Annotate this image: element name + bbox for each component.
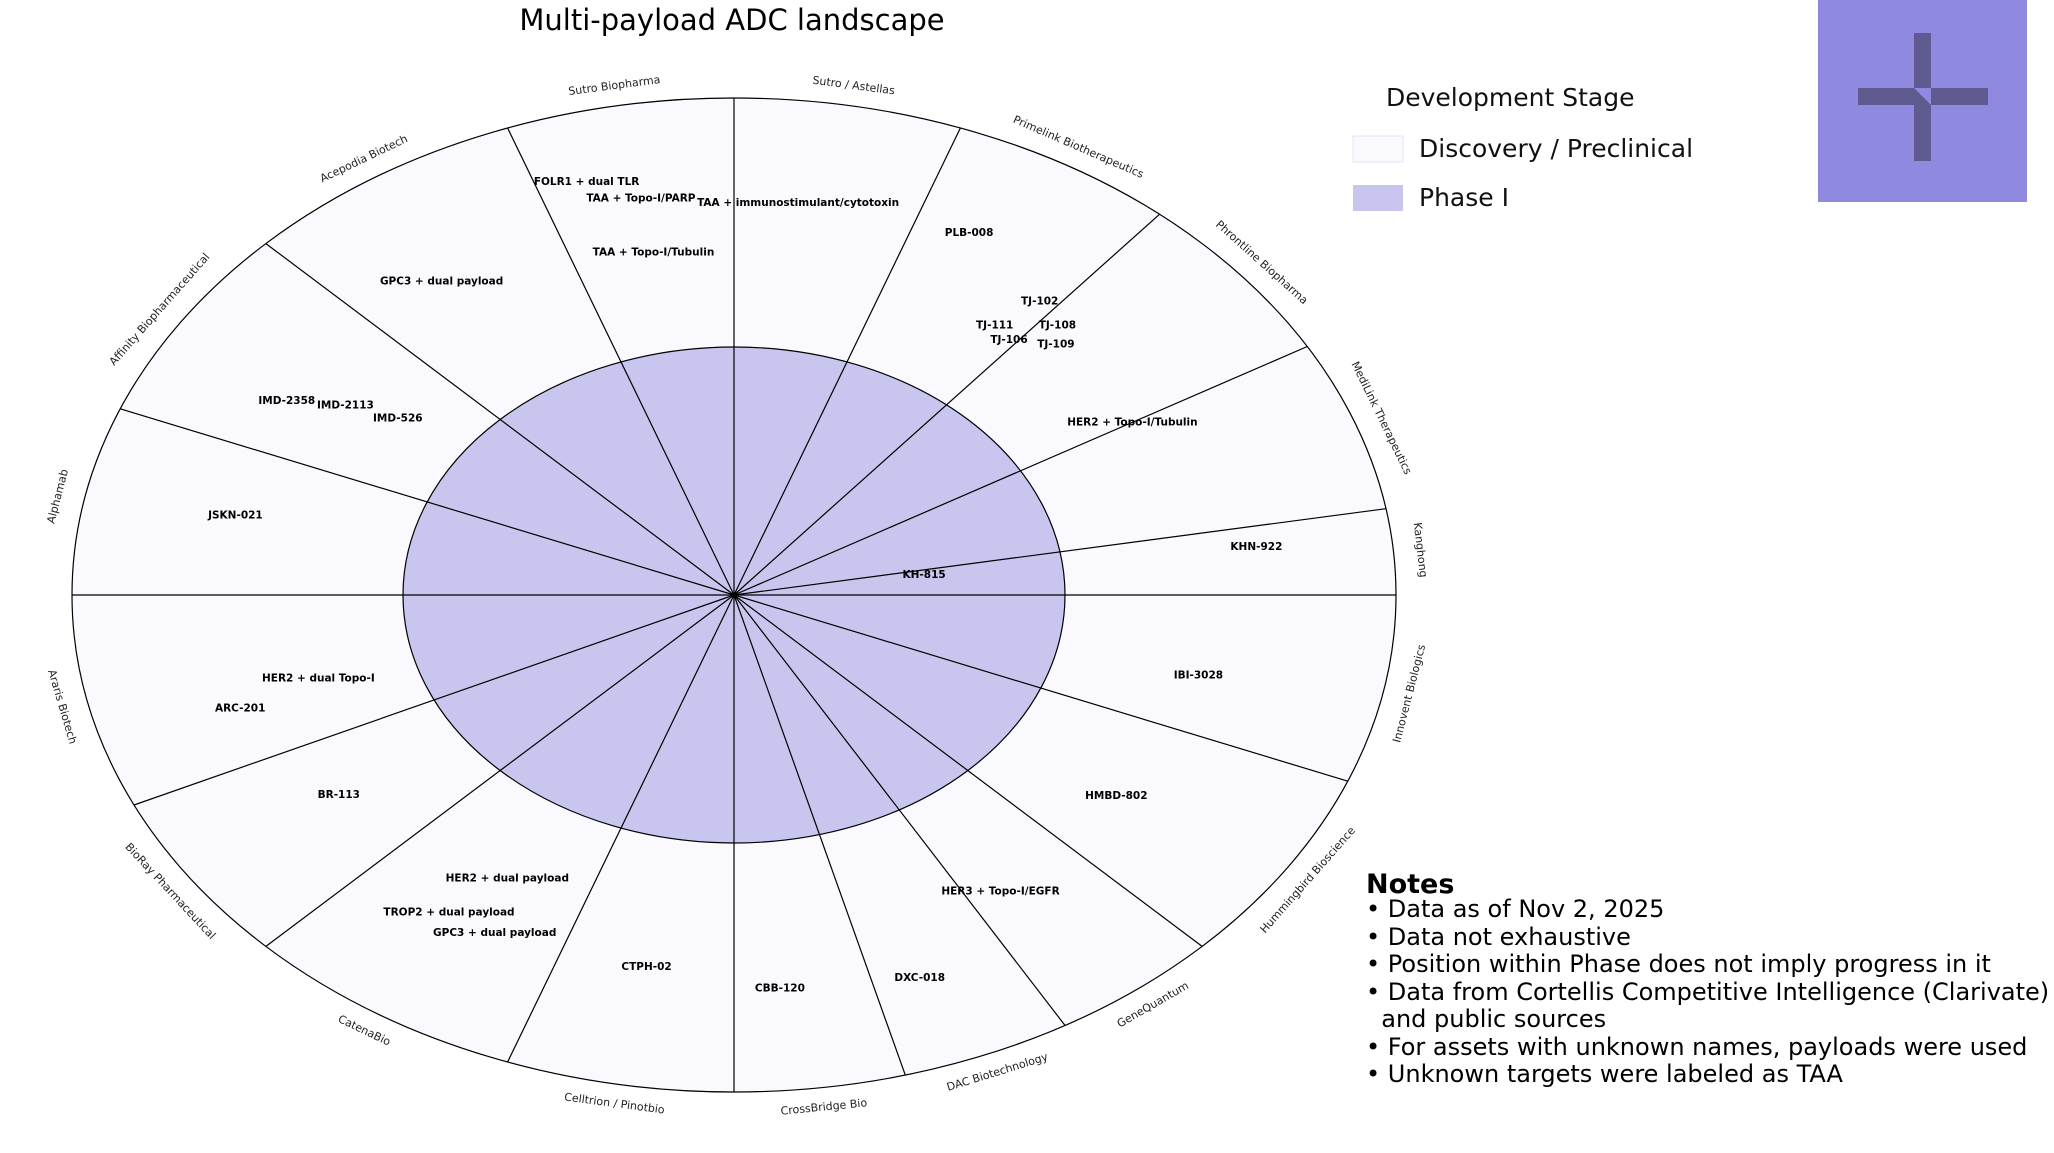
company-divider bbox=[733, 127, 961, 596]
company-label-sutro-astellas: Sutro / Astellas bbox=[812, 74, 896, 98]
company-divider bbox=[733, 594, 1066, 1026]
asset-label-imd-2358: IMD-2358 bbox=[258, 395, 315, 407]
legend-label-phase1: Phase I bbox=[1419, 183, 1509, 212]
company-label-sutro-biopharma: Sutro Biopharma bbox=[568, 73, 661, 98]
asset-label-tj-111: TJ-111 bbox=[976, 320, 1013, 332]
asset-label-plb-008: PLB-008 bbox=[945, 227, 994, 239]
asset-label-taa-topo-i-parp: TAA + Topo-I/PARP bbox=[586, 193, 695, 205]
asset-label-kh-815: KH-815 bbox=[902, 569, 945, 581]
notes-line: and public sources bbox=[1366, 1005, 1606, 1033]
company-divider bbox=[133, 594, 735, 806]
asset-label-her2-topo-i-tubulin: HER2 + Topo-I/Tubulin bbox=[1067, 416, 1197, 428]
asset-label-khn-922: KHN-922 bbox=[1230, 541, 1282, 553]
asset-label-her2-dual-payload: HER2 + dual payload bbox=[446, 872, 569, 884]
asset-label-taa-immunostimulant-cytotoxin: TAA + immunostimulant/cytotoxin bbox=[697, 197, 899, 209]
asset-label-ibi-3028: IBI-3028 bbox=[1174, 670, 1223, 682]
company-label-kanghong: Kanghong bbox=[1411, 522, 1430, 579]
company-label-innovent-biologics: Innovent Biologics bbox=[1390, 643, 1428, 744]
notes-line: • Data from Cortellis Competitive Intell… bbox=[1366, 978, 2049, 1006]
asset-label-gpc3-dual-payload: GPC3 + dual payload bbox=[380, 276, 503, 288]
company-divider bbox=[265, 243, 735, 596]
company-divider bbox=[733, 345, 1308, 596]
asset-label-ctph-02: CTPH-02 bbox=[621, 961, 671, 973]
company-label-crossbridge-bio: CrossBridge Bio bbox=[780, 1096, 868, 1117]
asset-label-trop2-dual-payload: TROP2 + dual payload bbox=[383, 906, 514, 918]
asset-label-tj-106: TJ-106 bbox=[990, 334, 1027, 346]
notes-line: • Unknown targets were labeled as TAA bbox=[1366, 1060, 1843, 1088]
legend-label-discovery: Discovery / Preclinical bbox=[1419, 134, 1693, 163]
asset-label-tj-102: TJ-102 bbox=[1021, 295, 1058, 307]
company-divider bbox=[507, 127, 735, 596]
asset-label-tj-109: TJ-109 bbox=[1037, 339, 1074, 351]
company-divider bbox=[733, 508, 1386, 596]
wedge-layer bbox=[71, 97, 1397, 1093]
legend: Development Stage Discovery / Preclinica… bbox=[1352, 83, 1693, 212]
notes-line: • Position within Phase does not imply p… bbox=[1366, 950, 1991, 978]
company-label-catenabio: CatenaBio bbox=[336, 1012, 393, 1048]
asset-label-tj-108: TJ-108 bbox=[1039, 319, 1076, 331]
company-divider bbox=[507, 594, 735, 1063]
company-divider bbox=[733, 594, 1203, 947]
asset-label-imd-526: IMD-526 bbox=[373, 412, 423, 424]
legend-title: Development Stage bbox=[1386, 83, 1635, 112]
company-divider bbox=[120, 408, 735, 596]
company-divider bbox=[265, 594, 735, 947]
notes-line: • Data not exhaustive bbox=[1366, 923, 1631, 951]
logo bbox=[1818, 0, 2027, 202]
notes-title: Notes bbox=[1366, 869, 1454, 900]
asset-label-folr1-dual-tlr: FOLR1 + dual TLR bbox=[534, 176, 640, 188]
company-label-alphamab: Alphamab bbox=[44, 468, 71, 525]
company-divider bbox=[733, 594, 906, 1076]
asset-label-jskn-021: JSKN-021 bbox=[207, 509, 263, 521]
notes: Notes • Data as of Nov 2, 2025 • Data no… bbox=[1366, 869, 2049, 1088]
company-divider bbox=[733, 213, 1160, 596]
asset-label-imd-2113: IMD-2113 bbox=[317, 400, 374, 412]
asset-label-br-113: BR-113 bbox=[318, 789, 360, 801]
notes-line: • Data as of Nov 2, 2025 bbox=[1366, 895, 1664, 923]
asset-label-cbb-120: CBB-120 bbox=[755, 983, 805, 995]
asset-layer: TAA + immunostimulant/cytotoxinPLB-008TJ… bbox=[207, 176, 1282, 995]
asset-label-hmbd-802: HMBD-802 bbox=[1085, 790, 1147, 802]
asset-label-gpc3-dual-payload: GPC3 + dual payload bbox=[433, 927, 556, 939]
legend-swatch-discovery bbox=[1352, 135, 1404, 163]
company-divider bbox=[733, 594, 1348, 782]
asset-label-taa-topo-i-tubulin: TAA + Topo-I/Tubulin bbox=[593, 246, 715, 258]
legend-swatch-phase1 bbox=[1353, 185, 1403, 211]
asset-label-arc-201: ARC-201 bbox=[215, 702, 265, 714]
asset-label-her3-topo-i-egfr: HER3 + Topo-I/EGFR bbox=[941, 886, 1059, 898]
notes-line: • For assets with unknown names, payload… bbox=[1366, 1033, 2027, 1061]
company-label-celltrion-pinotbio: Celltrion / Pinotbio bbox=[564, 1090, 666, 1116]
asset-label-dxc-018: DXC-018 bbox=[894, 972, 945, 984]
asset-label-her2-dual-topo-i: HER2 + dual Topo-I bbox=[262, 673, 375, 685]
company-label-araris-biotech: Araris Biotech bbox=[45, 668, 79, 746]
chart-title: Multi-payload ADC landscape bbox=[519, 3, 944, 37]
